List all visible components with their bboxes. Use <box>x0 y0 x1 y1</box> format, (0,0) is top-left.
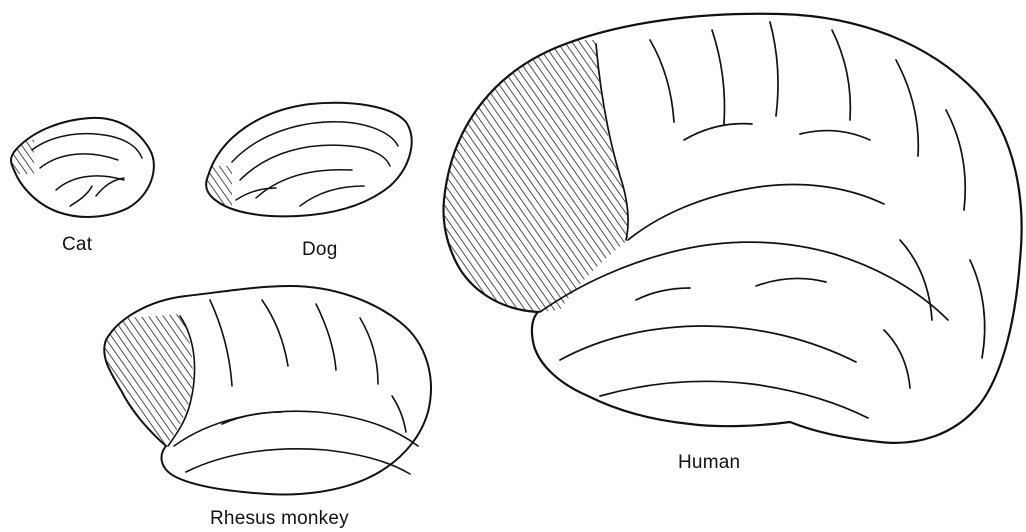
dog-brain <box>202 103 412 217</box>
cat-brain <box>8 118 154 217</box>
cat-label: Cat <box>62 234 92 256</box>
dog-hatched-region <box>202 166 232 206</box>
rhesus-monkey-label: Rhesus monkey <box>210 508 349 530</box>
dog-label: Dog <box>302 239 337 261</box>
human-brain <box>436 14 1022 443</box>
cat-hatched-region <box>8 140 34 174</box>
rhesus-monkey-brain <box>98 286 431 494</box>
human-label: Human <box>678 452 740 474</box>
